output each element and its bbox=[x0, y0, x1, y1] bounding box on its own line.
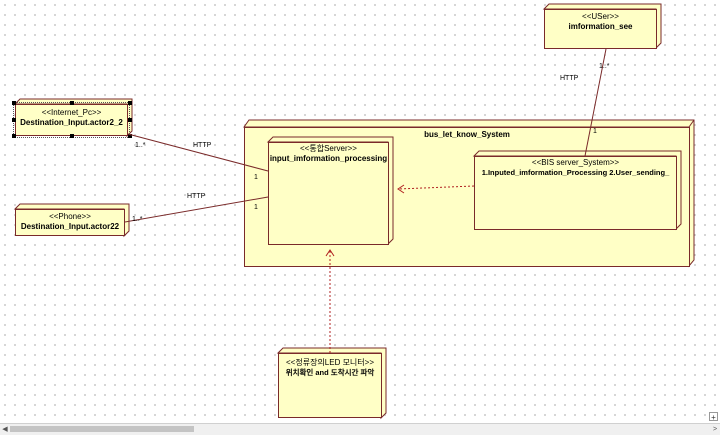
link-pc-server-label: HTTP bbox=[193, 142, 212, 149]
link-user-bis[interactable] bbox=[584, 48, 607, 157]
selection-handle[interactable] bbox=[12, 101, 16, 105]
link-pc-server[interactable] bbox=[127, 133, 269, 172]
selection-handle[interactable] bbox=[128, 101, 132, 105]
selection-handle[interactable] bbox=[70, 101, 74, 105]
led-node-name: 위치확인 and 도착시간 파악 bbox=[285, 368, 375, 377]
link-user-bis-mult-bis: 1 bbox=[593, 128, 597, 135]
server-node-stereotype: <<통합Server>> bbox=[300, 144, 357, 153]
selection-handle[interactable] bbox=[12, 134, 16, 138]
selection-handle[interactable] bbox=[128, 134, 132, 138]
link-pc-server-mult-pc: 1..* bbox=[135, 142, 146, 149]
server-node[interactable]: <<통합Server>> input_imformation_processin… bbox=[268, 142, 389, 245]
bis-node-stereotype: <<BIS server_System>> bbox=[531, 158, 620, 167]
server-node-name: input_imformation_processing bbox=[269, 154, 388, 163]
phone-node-stereotype: <<Phone>> bbox=[49, 212, 91, 221]
zoom-in-button[interactable]: + bbox=[709, 412, 718, 422]
link-phone-server-mult-server: 1 bbox=[254, 204, 258, 211]
internet-pc-node-name: Destination_Input.actor2_2 bbox=[20, 118, 123, 127]
selection-handle[interactable] bbox=[128, 118, 132, 122]
link-phone-server-mult-phone: 1..* bbox=[132, 216, 143, 223]
bis-node[interactable]: <<BIS server_System>> 1.Inputed_imformat… bbox=[474, 156, 677, 230]
selection-handle[interactable] bbox=[12, 118, 16, 122]
user-node-name: imformation_see bbox=[568, 22, 633, 31]
link-phone-server[interactable] bbox=[124, 196, 269, 223]
led-node-stereotype: <<정류장의LED 모니터>> bbox=[286, 358, 374, 367]
dependency-arrowhead bbox=[397, 184, 405, 194]
horizontal-scrollbar[interactable]: ◀ > bbox=[0, 423, 720, 435]
led-node[interactable]: <<정류장의LED 모니터>> 위치확인 and 도착시간 파악 bbox=[278, 353, 382, 418]
scroll-left-arrow-icon[interactable]: ◀ bbox=[2, 426, 8, 433]
user-node-stereotype: <<USer>> bbox=[582, 12, 619, 21]
bis-node-name: 1.Inputed_imformation_Processing 2.User_… bbox=[481, 168, 670, 177]
phone-node[interactable]: <<Phone>> Destination_Input.actor22 bbox=[15, 209, 125, 236]
scroll-right-arrow-icon[interactable]: > bbox=[712, 426, 718, 433]
dependency-bis-server[interactable] bbox=[397, 185, 475, 190]
link-pc-server-mult-server: 1 bbox=[254, 174, 258, 181]
internet-pc-node-stereotype: <<Internet_Pc>> bbox=[41, 108, 102, 117]
selection-handle[interactable] bbox=[70, 134, 74, 138]
dependency-arrowhead bbox=[325, 249, 335, 257]
system-node-name: bus_let_know_System bbox=[424, 130, 510, 139]
scrollbar-thumb[interactable] bbox=[10, 426, 194, 432]
phone-node-name: Destination_Input.actor22 bbox=[20, 222, 120, 231]
user-node[interactable]: <<USer>> imformation_see bbox=[544, 9, 657, 49]
link-phone-server-label: HTTP bbox=[187, 193, 206, 200]
link-user-bis-label: HTTP bbox=[560, 75, 579, 82]
link-user-bis-mult-user: 1..* bbox=[599, 63, 610, 70]
